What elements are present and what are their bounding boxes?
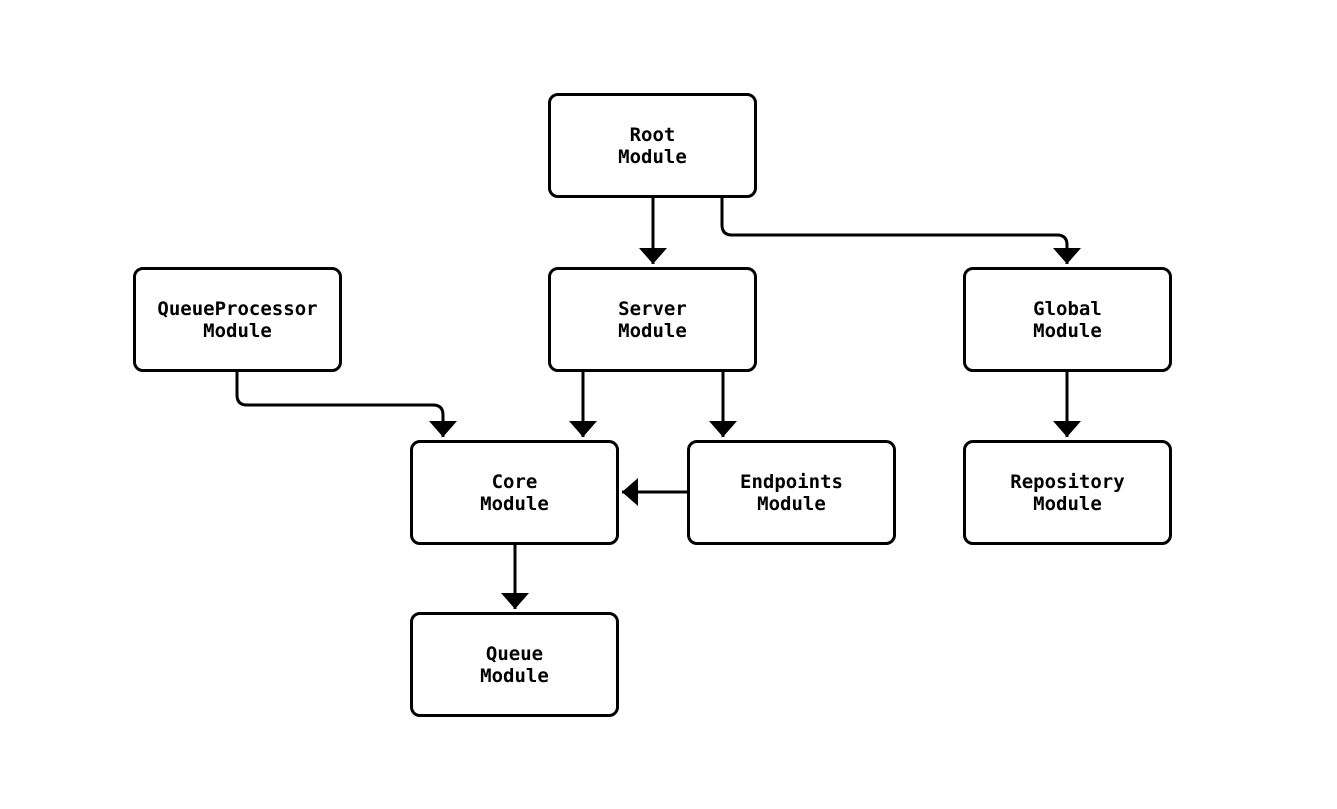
node-label: Module [618, 145, 687, 168]
node-label: Module [1033, 492, 1102, 515]
node-repository-module: Repository Module [963, 440, 1172, 545]
node-label: Module [757, 492, 826, 515]
node-label: Module [203, 319, 272, 342]
node-label: Repository [1010, 470, 1125, 493]
node-endpoints-module: Endpoints Module [687, 440, 896, 545]
node-queueprocessor-module: QueueProcessor Module [133, 267, 342, 372]
node-label: Global [1033, 297, 1102, 320]
node-label: Root [629, 123, 676, 146]
node-label: Module [480, 664, 549, 687]
node-label: Module [618, 319, 687, 342]
node-label: Server [618, 297, 687, 320]
node-label: QueueProcessor [157, 297, 318, 320]
node-queue-module: Queue Module [410, 612, 619, 717]
node-core-module: Core Module [410, 440, 619, 545]
node-label: Module [1033, 319, 1102, 342]
node-label: Queue [485, 642, 544, 665]
edge-queueprocessor-to-core [235, 372, 457, 437]
node-label: Endpoints [740, 470, 843, 493]
node-server-module: Server Module [548, 267, 757, 372]
node-global-module: Global Module [963, 267, 1172, 372]
node-label: Module [480, 492, 549, 515]
node-label: Core [491, 470, 538, 493]
node-root-module: Root Module [548, 93, 757, 198]
edge-root-to-global [720, 198, 1081, 264]
